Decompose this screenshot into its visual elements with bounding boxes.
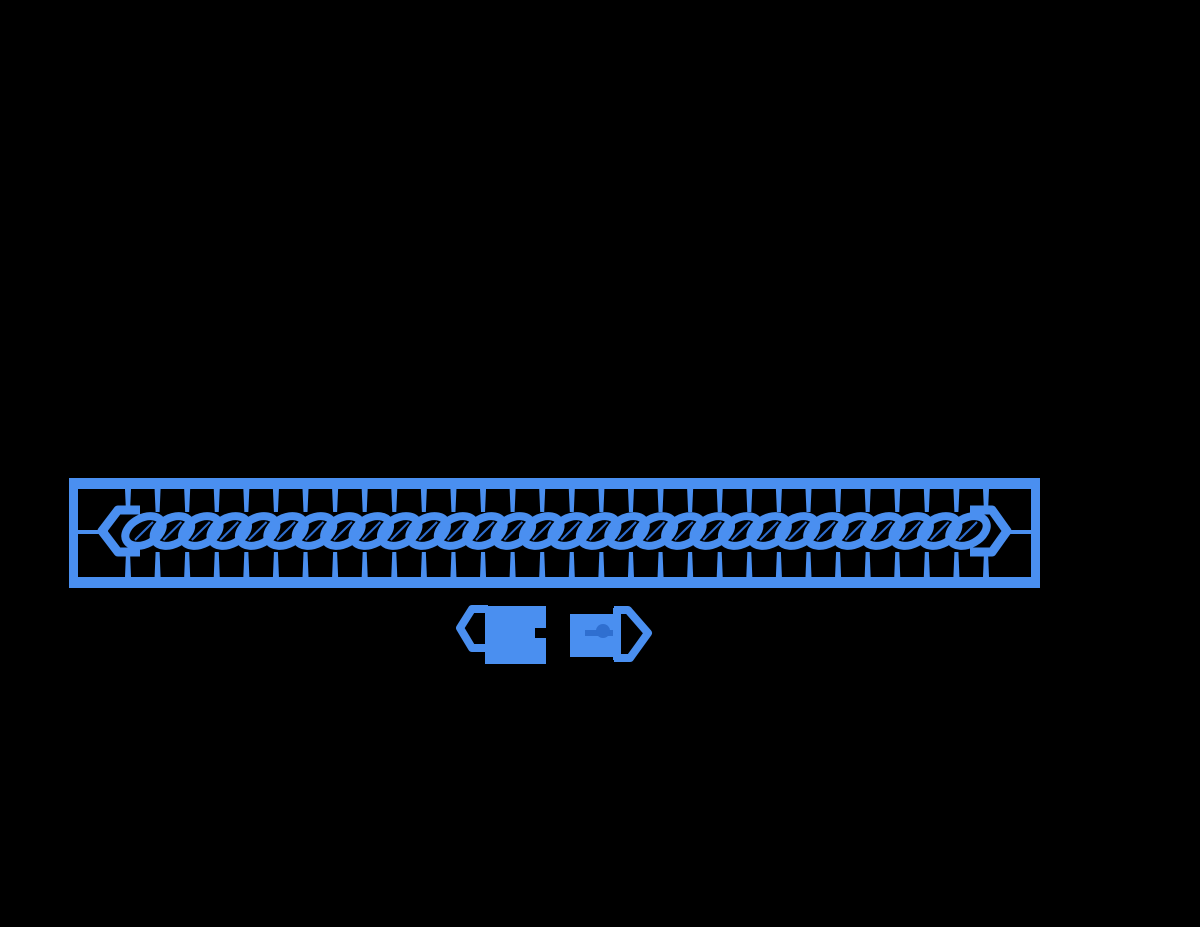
support-tab-bottom	[598, 552, 605, 577]
support-tab-bottom	[805, 552, 812, 577]
chain-print-frame	[69, 478, 1040, 588]
support-tab-bottom	[509, 552, 516, 577]
clasp-tongue-button	[596, 624, 610, 638]
support-tab-top	[154, 489, 161, 512]
support-tab-top	[480, 489, 487, 512]
support-tab-top	[835, 489, 842, 512]
support-tab-bottom	[332, 552, 339, 577]
chain-left-end-cap	[97, 505, 140, 557]
support-tab-top	[361, 489, 368, 512]
support-tab-top	[243, 489, 250, 512]
support-tab-bottom	[450, 552, 457, 577]
support-tab-bottom	[746, 552, 753, 577]
support-tab-top	[657, 489, 664, 512]
support-tab-bottom	[775, 552, 782, 577]
frame-top-rail	[69, 478, 1040, 489]
left-end-sprue	[78, 530, 108, 534]
frame-right-rail	[1031, 478, 1040, 588]
clasp-box-bail	[456, 605, 488, 652]
support-tab-top	[953, 489, 960, 512]
support-tab-bottom	[923, 552, 930, 577]
clasp-tongue-bail-bar	[613, 608, 621, 660]
support-tab-bottom	[953, 552, 960, 577]
frame-bottom-rail	[69, 577, 1040, 588]
support-tab-bottom	[716, 552, 723, 577]
support-tab-bottom	[835, 552, 842, 577]
chain-link	[945, 512, 991, 550]
support-tab-bottom	[894, 552, 901, 577]
support-tab-bottom	[568, 552, 575, 577]
support-tab-top	[864, 489, 871, 512]
support-tab-bottom	[154, 552, 161, 577]
support-tab-top	[775, 489, 782, 512]
support-tab-bottom	[864, 552, 871, 577]
support-tab-top	[627, 489, 634, 512]
chain-links	[121, 512, 991, 550]
chain-right-end-cap	[970, 505, 1012, 557]
support-tab-top	[213, 489, 220, 512]
support-tab-bottom	[983, 552, 989, 577]
support-tab-top	[184, 489, 191, 512]
clasp-tongue-bail	[614, 606, 652, 662]
support-tab-bottom	[687, 552, 694, 577]
support-tab-bottom	[539, 552, 546, 577]
support-tab-bottom	[657, 552, 664, 577]
support-tab-bottom	[420, 552, 427, 577]
clasp-box-half	[456, 605, 546, 664]
support-tab-top	[391, 489, 398, 512]
support-tab-top	[746, 489, 753, 512]
support-tab-bottom	[184, 552, 191, 577]
right-end-sprue	[1002, 530, 1032, 534]
support-tab-bottom	[391, 552, 398, 577]
support-tab-top	[302, 489, 309, 512]
support-tab-bottom	[480, 552, 487, 577]
support-tab-bottom	[302, 552, 309, 577]
support-tab-top	[687, 489, 694, 512]
support-tab-bottom	[361, 552, 368, 577]
support-tab-bottom	[272, 552, 279, 577]
support-tab-top	[568, 489, 575, 512]
support-tab-top	[598, 489, 605, 512]
support-tab-top	[923, 489, 930, 512]
support-tab-top	[539, 489, 546, 512]
support-tab-top	[716, 489, 723, 512]
frame-left-rail	[69, 478, 78, 588]
support-tab-bottom	[125, 552, 131, 577]
support-tabs	[125, 489, 989, 577]
support-tab-top	[894, 489, 901, 512]
support-tab-top	[805, 489, 812, 512]
support-tab-top	[332, 489, 339, 512]
support-tab-top	[509, 489, 516, 512]
clasp-box-slot	[535, 628, 546, 638]
support-tab-bottom	[627, 552, 634, 577]
support-tab-top	[450, 489, 457, 512]
support-tab-bottom	[213, 552, 220, 577]
support-tab-top	[272, 489, 279, 512]
clasp-tongue-half	[570, 606, 652, 662]
support-tab-top	[420, 489, 427, 512]
support-tab-bottom	[243, 552, 250, 577]
